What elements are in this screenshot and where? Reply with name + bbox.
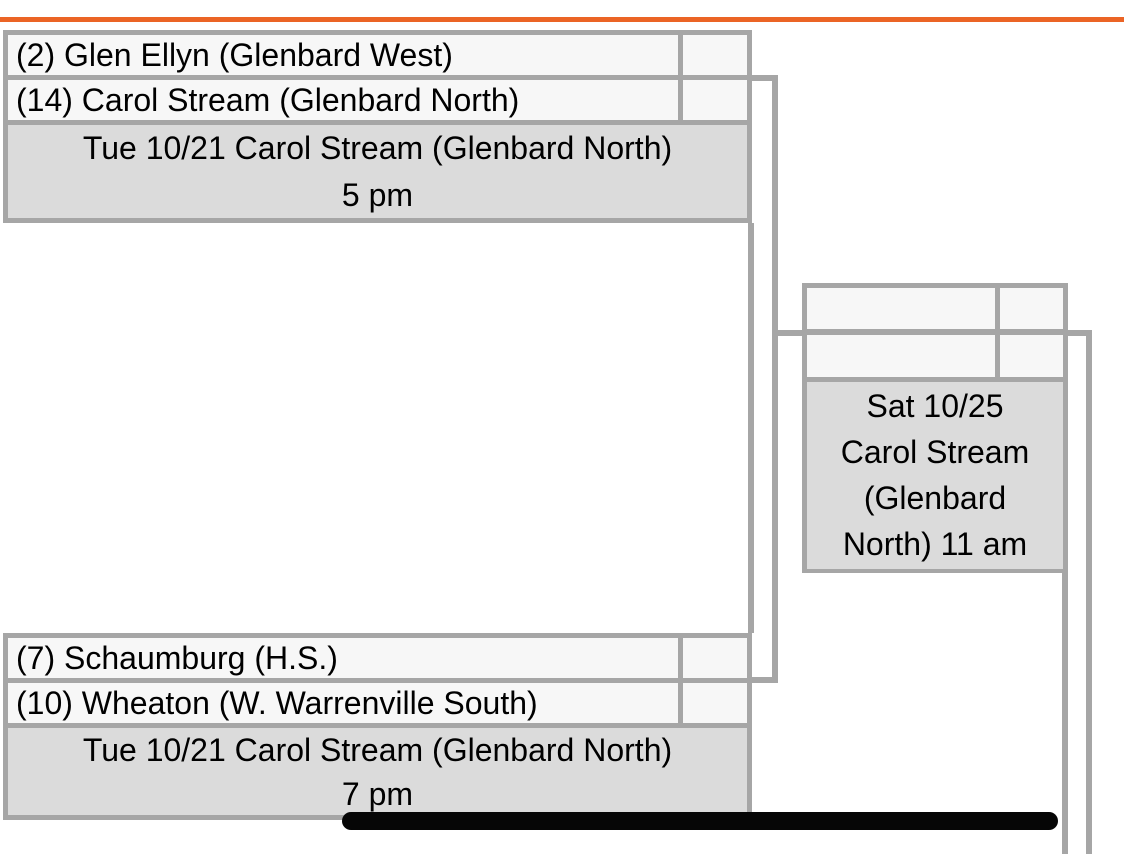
- connector-stub-match1-winner: [747, 75, 772, 81]
- team-row: (14) Carol Stream (Glenbard North): [8, 75, 747, 120]
- connector-vertical-round2: [1086, 330, 1092, 854]
- connector-column-round1-border: [748, 223, 754, 633]
- team-row: (7) Schaumburg (H.S.): [8, 638, 747, 678]
- team-name-cell: (2) Glen Ellyn (Glenbard West): [16, 36, 453, 73]
- match-info-cell: Tue 10/21 Carol Stream (Glenbard North) …: [8, 723, 747, 815]
- match-info-line: Tue 10/21 Carol Stream (Glenbard North): [82, 130, 673, 166]
- connector-out-of-round2: [1068, 330, 1092, 336]
- match-info-line: 5 pm: [341, 177, 414, 213]
- bracket-match-round2: Sat 10/25 Carol Stream (Glenbard North) …: [802, 283, 1068, 573]
- match-info-line: Sat 10/25: [866, 388, 1004, 424]
- team-row: (10) Wheaton (W. Warrenville South): [8, 678, 747, 723]
- match-info-cell: Tue 10/21 Carol Stream (Glenbard North) …: [8, 120, 747, 218]
- team-score-cell: [678, 35, 747, 75]
- team-score-cell: [995, 335, 1063, 377]
- team-name-cell: (14) Carol Stream (Glenbard North): [16, 81, 520, 118]
- top-accent-line: [0, 17, 1124, 22]
- connector-vertical-round1: [772, 75, 778, 683]
- connector-stub-match2-winner: [747, 677, 772, 683]
- team-name-cell: [807, 288, 995, 329]
- match-info-line: Tue 10/21 Carol Stream (Glenbard North): [82, 732, 673, 768]
- team-row: [807, 329, 1063, 377]
- team-name-cell: (7) Schaumburg (H.S.): [16, 639, 338, 676]
- match-info-line: Carol Stream: [840, 434, 1030, 470]
- bracket-match-round1-top: (2) Glen Ellyn (Glenbard West) (14) Caro…: [3, 30, 752, 223]
- team-score-cell: [678, 80, 747, 120]
- match-info-line: North) 11 am: [842, 526, 1028, 562]
- team-name-cell: (10) Wheaton (W. Warrenville South): [16, 684, 538, 721]
- bracket-match-round1-bottom: (7) Schaumburg (H.S.) (10) Wheaton (W. W…: [3, 633, 752, 820]
- team-score-cell: [995, 288, 1063, 329]
- team-score-cell: [678, 683, 747, 723]
- match-info-line: 7 pm: [341, 776, 414, 812]
- connector-column-round2-border: [1062, 573, 1068, 854]
- connector-into-round2: [778, 330, 802, 336]
- match-info-cell: Sat 10/25 Carol Stream (Glenbard North) …: [807, 377, 1063, 569]
- team-score-cell: [678, 638, 747, 678]
- team-name-cell: [807, 335, 995, 377]
- match-info-line: (Glenbard: [863, 480, 1007, 516]
- team-row: [807, 288, 1063, 329]
- team-row: (2) Glen Ellyn (Glenbard West): [8, 35, 747, 75]
- horizontal-scrollbar-thumb[interactable]: [342, 812, 1058, 830]
